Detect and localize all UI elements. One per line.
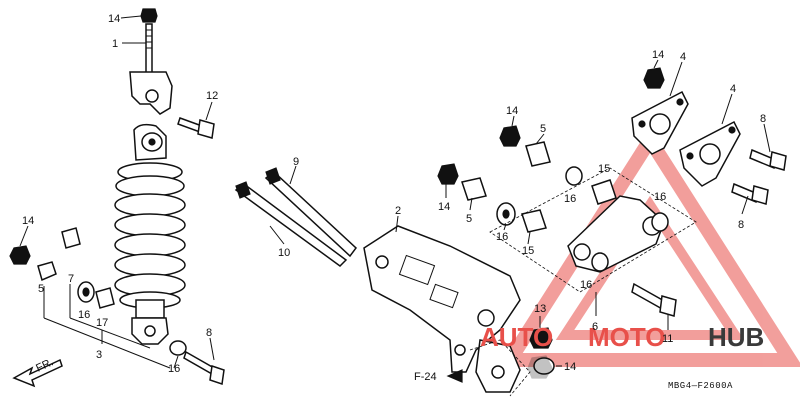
label-16-left: 16 — [78, 309, 90, 321]
label-16-right: 16 — [654, 191, 666, 203]
label-16-lower: 16 — [580, 279, 592, 291]
label-8-lower: 8 — [738, 219, 744, 231]
label-9: 9 — [293, 156, 299, 168]
label-2: 2 — [395, 205, 401, 217]
diagram-code: MBG4—F2600A — [668, 381, 733, 391]
label-10: 10 — [278, 247, 290, 259]
label-14: 14 — [108, 13, 120, 25]
label-8-right: 8 — [760, 113, 766, 125]
label-3: 3 — [96, 349, 102, 361]
label-12: 12 — [206, 90, 218, 102]
label-14-mid: 14 — [506, 105, 518, 117]
label-1: 1 — [112, 38, 118, 50]
label-14-mid-left: 14 — [438, 201, 450, 213]
reference-arrow: F-24 — [414, 369, 463, 383]
watermark-text: AUTO MOTO HUB — [480, 322, 764, 352]
svg-text:MOTO: MOTO — [588, 322, 666, 352]
label-16-bottom: 16 — [168, 363, 180, 375]
label-5-mid: 5 — [540, 123, 546, 135]
left-small-parts — [9, 117, 225, 385]
label-11: 11 — [662, 333, 673, 345]
label-5-lower: 5 — [466, 213, 472, 225]
label-17: 17 — [96, 317, 108, 329]
label-16-upper: 16 — [564, 193, 576, 205]
bracket-f24 — [469, 339, 531, 397]
label-4-a: 4 — [680, 51, 686, 63]
label-15-upper: 15 — [598, 163, 610, 175]
label-14-bottom: 14 — [564, 361, 576, 373]
svg-text:HUB: HUB — [708, 322, 764, 352]
dogbone-link — [489, 166, 697, 293]
leader-lines — [19, 15, 771, 369]
spring-coils — [114, 193, 186, 297]
part-numbers: 14 1 12 9 10 2 14 7 5 16 17 3 16 8 14 4 … — [22, 13, 766, 375]
label-4-b: 4 — [730, 83, 736, 95]
long-bolts — [234, 167, 358, 267]
svg-text:F-24: F-24 — [414, 371, 437, 383]
shock-absorber — [114, 8, 186, 345]
label-6: 6 — [592, 321, 598, 333]
svg-text:FR.: FR. — [34, 356, 55, 374]
label-13: 13 — [534, 303, 546, 315]
front-arrow-marker: FR. — [12, 356, 63, 388]
label-16-mid: 16 — [496, 231, 508, 243]
middle-small-parts — [437, 125, 555, 379]
link-body — [363, 225, 521, 373]
svg-text:AUTO: AUTO — [480, 322, 553, 352]
label-14-top: 14 — [652, 49, 664, 61]
plates — [631, 67, 787, 317]
label-14-left: 14 — [22, 215, 34, 227]
label-8-bottom: 8 — [206, 327, 212, 339]
label-7: 7 — [68, 273, 74, 285]
label-15-lower: 15 — [522, 245, 534, 257]
label-5-left: 5 — [38, 283, 44, 295]
